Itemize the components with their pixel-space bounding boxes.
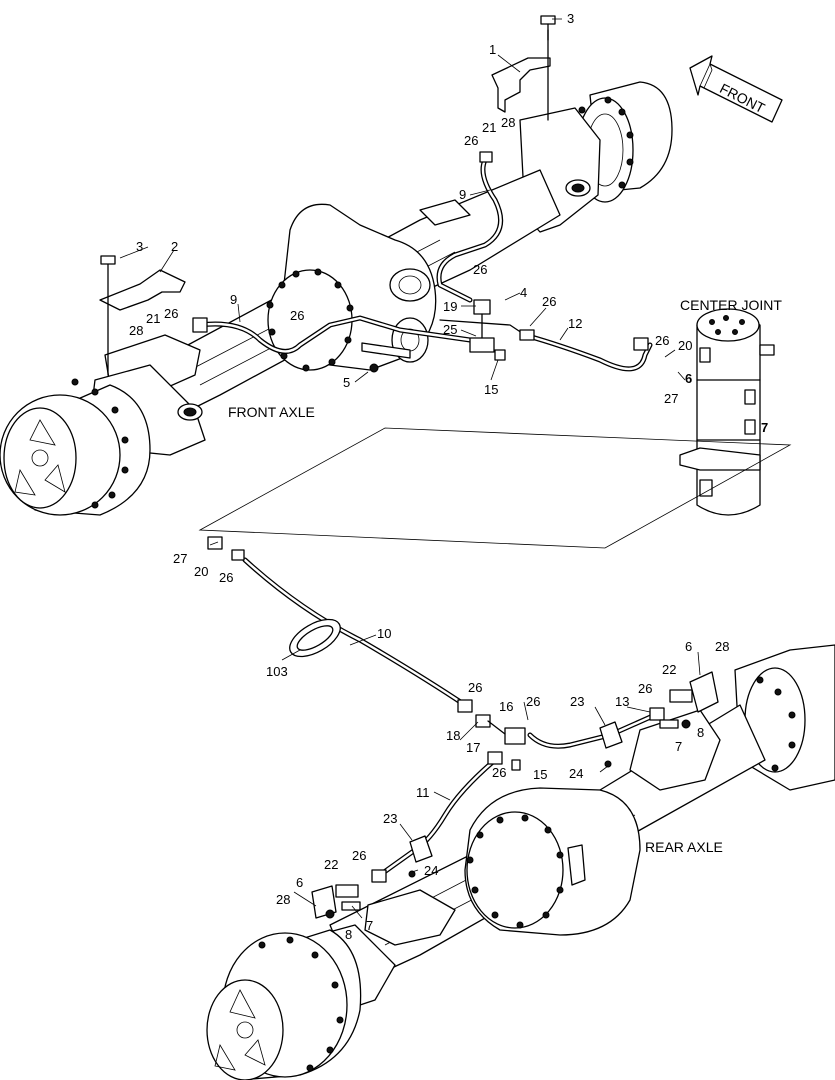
front-arrow: FRONT [689,55,783,123]
callout-23: 23 [570,694,584,709]
callout-26: 26 [468,680,482,695]
callout-8: 8 [697,725,704,740]
bulkhead-6-left [311,884,361,919]
callout-6: 6 [296,875,303,890]
callout-21: 21 [482,120,496,135]
callout-1: 1 [489,42,496,57]
callout-27: 27 [173,551,187,566]
callout-27: 27 [664,391,678,406]
callout-26: 26 [492,765,506,780]
callout-20: 20 [678,338,692,353]
callout-7: 7 [761,420,768,435]
clamp-103 [289,618,341,658]
center-joint: CENTER JOINT [679,297,782,516]
callout-28: 28 [715,639,729,654]
callout-5: 5 [343,375,350,390]
callout-10: 10 [377,626,391,641]
callout-26: 26 [473,262,487,277]
hose-10 [207,536,473,713]
callout-6: 6 [685,371,692,386]
callout-4: 4 [520,285,527,300]
tee-fitting-19 [469,299,506,361]
callout-26: 26 [219,570,233,585]
callout-11: 11 [416,785,430,800]
callout-3: 3 [136,239,143,254]
callout-26: 26 [464,133,478,148]
callout-20: 20 [194,564,208,579]
bulkhead-6-right [659,671,719,729]
callout-22: 22 [662,662,676,677]
clamp-23-left [408,835,433,878]
callout-26: 26 [542,294,556,309]
callout-6: 6 [685,639,692,654]
callout-9: 9 [230,292,237,307]
bracket-1 [491,15,556,121]
callout-28: 28 [129,323,143,338]
callout-26: 26 [352,848,366,863]
hose-9-left [192,315,473,354]
callout-16: 16 [499,699,513,714]
callout-25: 25 [443,322,457,337]
callout-3: 3 [567,11,574,26]
callout-7: 7 [675,739,682,754]
front-axle: FRONT AXLE [0,81,673,516]
callout-17: 17 [466,740,480,755]
bracket-2 [99,255,186,376]
hose-12 [519,329,653,372]
tee-fitting-16 [475,714,526,771]
callout-13: 13 [615,694,629,709]
leader-lines [119,18,701,919]
callout-18: 18 [446,728,460,743]
callout-26: 26 [655,333,669,348]
callout-28: 28 [276,892,290,907]
callout-19: 19 [443,299,457,314]
front-axle-label: FRONT AXLE [228,404,315,420]
callout-15: 15 [533,767,547,782]
callout-26: 26 [526,694,540,709]
clamp-23-right [599,721,623,768]
rear-axle-label: REAR AXLE [645,839,723,855]
callout-26: 26 [290,308,304,323]
rear-axle: REAR AXLE [206,644,835,1080]
center-joint-label: CENTER JOINT [680,297,782,313]
callout-103: 103 [266,664,288,679]
callout-12: 12 [568,316,582,331]
callout-26: 26 [164,306,178,321]
hose-13 [527,707,665,749]
callout-28: 28 [501,115,515,130]
hose-9-right [436,151,504,303]
callout-2: 2 [171,239,178,254]
callout-26: 26 [638,681,652,696]
callout-15: 15 [484,382,498,397]
callout-7: 7 [366,918,373,933]
callout-23: 23 [383,811,397,826]
callout-9: 9 [459,187,466,202]
connection-outline [198,427,792,549]
callout-22: 22 [324,857,338,872]
callout-24: 24 [569,766,583,781]
callout-numbers: 3 1 28 21 26 9 3 2 26 9 4 26 19 12 25 26… [129,11,768,942]
callout-8: 8 [345,927,352,942]
callout-24: 24 [424,863,438,878]
callout-21: 21 [146,311,160,326]
